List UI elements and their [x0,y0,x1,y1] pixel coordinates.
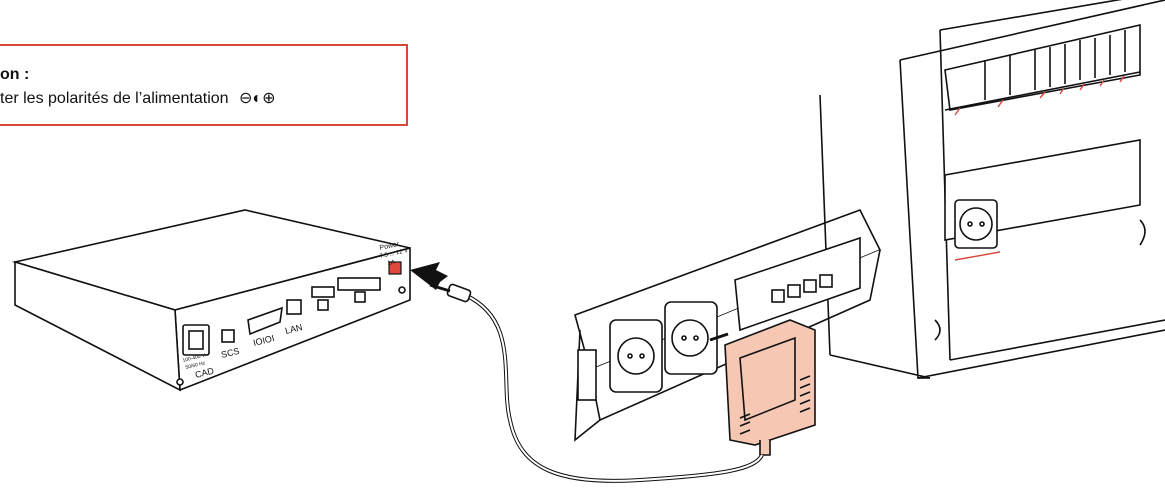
note-title: on : [0,66,30,83]
label-ac-rating-2: 50/60 Hz [185,360,206,371]
wall-outlet-strip [574,94,931,442]
insertion-arrow [410,262,448,290]
note-text: ter les polarités de l’alimentation ⊖◐⊕ [0,88,276,108]
serial-port [247,306,283,336]
adapter-vents [739,375,811,435]
warning-note: on : ter les polarités de l’alimentation… [0,44,408,126]
electrical-cabinet [899,0,1165,379]
polarity-symbol: ⊖◐⊕ [239,90,276,107]
power-adapter [709,319,816,456]
breaker-red-marks [954,75,1125,261]
label-lan: LAN [284,322,303,336]
label-cad: CAD [194,366,215,380]
label-power: Power [379,241,401,252]
label-power-current: 1A [387,260,395,267]
dc-jack-plug [429,283,472,303]
label-power-rating: 7.5 ... 12 V [379,248,409,260]
note-text-body: ter les polarités de l’alimentation [0,90,229,107]
network-device [11,209,411,392]
lan-port [286,299,302,315]
label-scs: SCS [220,346,240,360]
dc-power-port [388,261,402,275]
scs-connector [221,329,235,343]
